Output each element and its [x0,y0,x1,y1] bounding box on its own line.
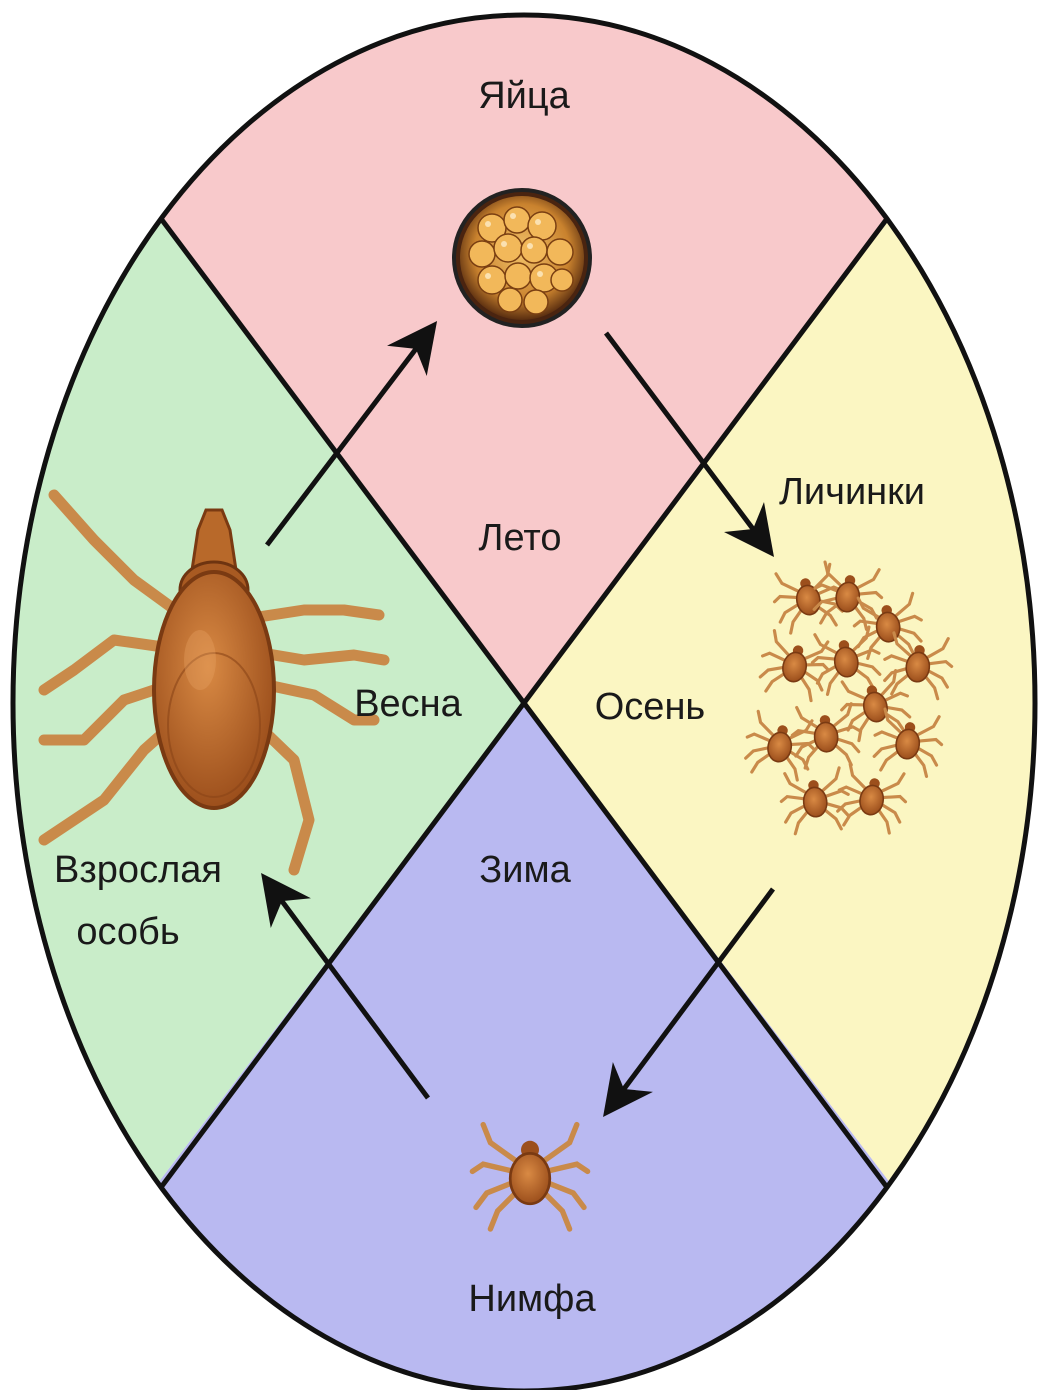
adult-label-line2: особь [76,911,179,953]
egg-cluster-icon [454,190,590,326]
larvae-label: Личинки [779,471,925,513]
eggs-label: Яйца [478,75,570,117]
spring-label: Весна [354,683,462,725]
adult-label-line1: Взрослая [54,849,222,891]
winter-label: Зима [479,849,571,891]
autumn-label: Осень [595,686,705,728]
nymph-label: Нимфа [468,1278,596,1320]
summer-label: Лето [479,517,562,559]
